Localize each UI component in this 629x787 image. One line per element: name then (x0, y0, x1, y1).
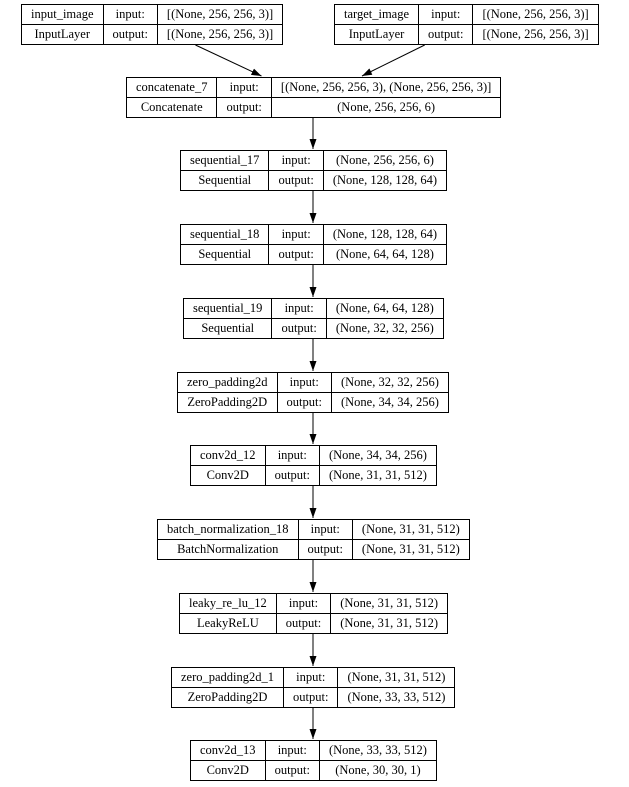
output-shape: (None, 128, 128, 64) (332, 173, 438, 187)
output-shape: (None, 31, 31, 512) (340, 616, 439, 630)
layer-class: LeakyReLU (180, 614, 277, 633)
input-label: input: (265, 446, 320, 466)
output-shape: (None, 256, 256, 6) (337, 100, 436, 114)
output-label: output: (269, 245, 324, 264)
layer-class: ZeroPadding2D (178, 393, 278, 412)
input-label: input: (217, 78, 272, 98)
layer-name: batch_normalization_18 (158, 520, 299, 540)
layer-class: Concatenate (127, 98, 218, 117)
input-label: input: (276, 594, 332, 614)
output-shape: (None, 32, 32, 256) (335, 321, 434, 335)
input-label: input: (269, 151, 324, 171)
output-label: output: (104, 25, 158, 44)
layer-name: target_image (335, 5, 420, 25)
input-label: input: (298, 520, 353, 540)
input-shape: (None, 33, 33, 512) (319, 741, 436, 761)
layer-name: sequential_17 (181, 151, 270, 171)
output-shape: (None, 33, 33, 512) (347, 690, 446, 704)
input-label: input: (103, 5, 158, 25)
input-shape: (None, 31, 31, 512) (352, 520, 469, 540)
input-shape: [(None, 256, 256, 3)] (473, 5, 598, 25)
layer-name: leaky_re_lu_12 (180, 594, 277, 614)
output-label: output: (419, 25, 474, 44)
input-shape: (None, 64, 64, 128) (326, 299, 443, 319)
input-label: input: (272, 299, 327, 319)
layer-class: Sequential (184, 319, 273, 338)
edge-arrow-input_image-to-concatenate_7 (195, 44, 262, 77)
layer-name: input_image (22, 5, 104, 25)
layer-name: conv2d_12 (191, 446, 266, 466)
output-shape: (None, 64, 64, 128) (335, 247, 434, 261)
input-label: input: (277, 373, 332, 393)
output-shape: (None, 31, 31, 512) (328, 468, 427, 482)
output-shape: [(None, 256, 256, 3)] (166, 27, 274, 41)
output-label: output: (266, 466, 320, 485)
layer-class: Sequential (181, 171, 270, 190)
layer-class: ZeroPadding2D (172, 688, 285, 707)
layer-name: concatenate_7 (127, 78, 218, 98)
input-label: input: (265, 741, 320, 761)
edge-arrow-target_image-to-concatenate_7 (361, 44, 425, 77)
output-label: output: (278, 393, 332, 412)
output-label: output: (277, 614, 332, 633)
input-label: input: (269, 225, 324, 245)
layer-name: sequential_19 (184, 299, 273, 319)
layer-class: InputLayer (22, 25, 104, 44)
input-shape: (None, 32, 32, 256) (331, 373, 448, 393)
input-shape: (None, 256, 256, 6) (323, 151, 447, 171)
input-shape: (None, 31, 31, 512) (331, 594, 448, 614)
input-shape: [(None, 256, 256, 3)] (157, 5, 283, 25)
input-label: input: (284, 668, 339, 688)
layer-name: zero_padding2d (178, 373, 278, 393)
output-shape: (None, 31, 31, 512) (361, 542, 460, 556)
layer-class: Conv2D (191, 761, 266, 780)
output-label: output: (299, 540, 353, 559)
input-label: input: (419, 5, 474, 25)
output-label: output: (272, 319, 327, 338)
input-shape: (None, 128, 128, 64) (323, 225, 447, 245)
input-shape: (None, 31, 31, 512) (338, 668, 455, 688)
layer-class: Conv2D (191, 466, 266, 485)
input-shape: (None, 34, 34, 256) (319, 446, 436, 466)
output-label: output: (266, 761, 320, 780)
output-label: output: (284, 688, 339, 707)
layer-class: InputLayer (335, 25, 420, 44)
layer-name: zero_padding2d_1 (172, 668, 285, 688)
layer-name: sequential_18 (181, 225, 270, 245)
layer-name: conv2d_13 (191, 741, 266, 761)
output-shape: (None, 34, 34, 256) (340, 395, 439, 409)
layer-class: Sequential (181, 245, 270, 264)
input-shape: [(None, 256, 256, 3), (None, 256, 256, 3… (271, 78, 501, 98)
output-label: output: (269, 171, 324, 190)
output-label: output: (217, 98, 272, 117)
layer-class: BatchNormalization (158, 540, 299, 559)
output-shape: [(None, 256, 256, 3)] (482, 27, 589, 41)
output-shape: (None, 30, 30, 1) (335, 763, 421, 777)
